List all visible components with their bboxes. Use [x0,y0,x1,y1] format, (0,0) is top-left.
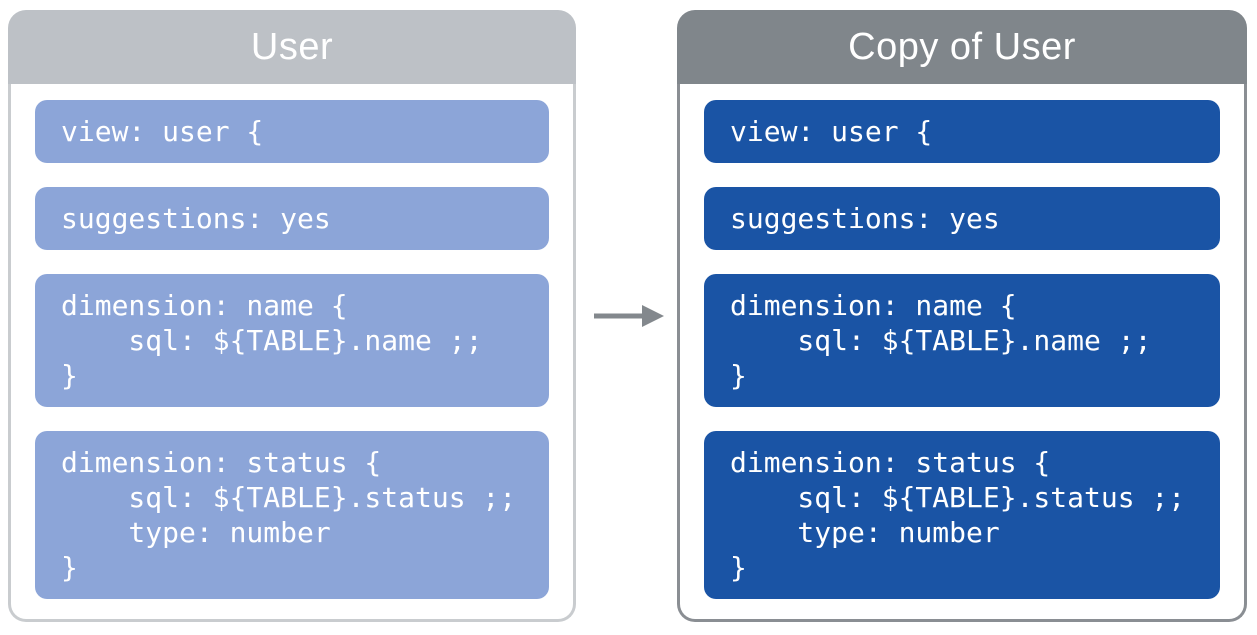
code-block-dimension-status: dimension: status { sql: ${TABLE}.status… [35,431,549,599]
code-block-view-declaration: view: user { [35,100,549,163]
panel-copy-of-user-header: Copy of User [677,10,1247,84]
panel-user: User view: user { suggestions: yes dimen… [8,10,576,622]
panel-user-body: view: user { suggestions: yes dimension:… [8,84,576,622]
code-block-dimension-status-copy: dimension: status { sql: ${TABLE}.status… [704,431,1220,599]
panel-copy-of-user: Copy of User view: user { suggestions: y… [677,10,1247,622]
panel-user-header: User [8,10,576,84]
code-block-suggestions-copy: suggestions: yes [704,187,1220,250]
code-block-suggestions: suggestions: yes [35,187,549,250]
panel-copy-of-user-title: Copy of User [848,26,1076,68]
code-block-view-declaration-copy: view: user { [704,100,1220,163]
code-block-dimension-name: dimension: name { sql: ${TABLE}.name ;; … [35,274,549,407]
panel-user-title: User [250,26,334,68]
arrow-right-icon [592,300,666,332]
panel-copy-of-user-body: view: user { suggestions: yes dimension:… [677,84,1247,622]
code-block-dimension-name-copy: dimension: name { sql: ${TABLE}.name ;; … [704,274,1220,407]
